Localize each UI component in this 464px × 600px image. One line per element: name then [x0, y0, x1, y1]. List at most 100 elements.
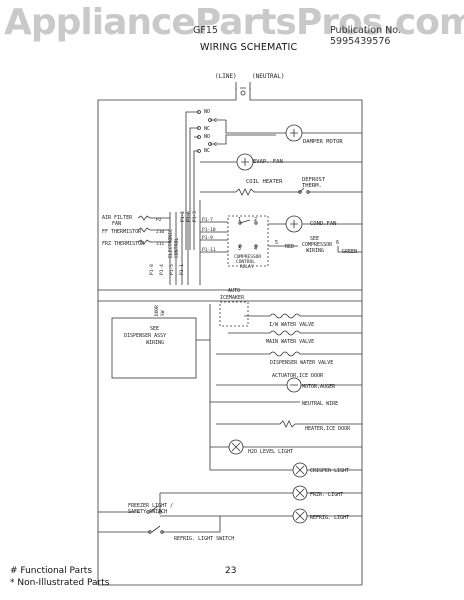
svg-text:NC: NC — [204, 148, 210, 154]
crisper-light-icon — [210, 462, 362, 478]
cond-fan-icon — [268, 215, 362, 233]
see-dispenser-1: SEE — [150, 326, 159, 332]
page-number: 23 — [225, 566, 237, 576]
relay-label-3: RELAY — [240, 264, 254, 270]
defrost-therm-label-1: DEFROST — [302, 177, 326, 183]
svg-text:NC: NC — [204, 126, 210, 132]
heater-ice-door-icon — [216, 420, 362, 428]
dispenser-feed — [196, 304, 211, 470]
svg-text:P1-7: P1-7 — [202, 217, 213, 223]
svg-text:5: 5 — [275, 240, 278, 246]
svg-text:P2: P2 — [156, 217, 162, 223]
refrig-light-switch-label: REFRIG. LIGHT SWITCH — [174, 536, 234, 542]
svg-text:6: 6 — [336, 240, 339, 246]
svg-text:J10: J10 — [156, 229, 164, 235]
footnote-functional: # Functional Parts — [10, 566, 93, 576]
air-filter-label-1: AIR FILTER — [102, 215, 133, 221]
electronic-control-label-2: CONTROL — [174, 238, 180, 258]
red-wire-label: RED — [285, 244, 294, 250]
frzr-light-label: FRZR. LIGHT — [310, 492, 343, 498]
line-bus — [97, 88, 237, 585]
refrig-light-label: REFRIG. LIGHT — [310, 515, 349, 521]
control-harness — [169, 200, 201, 285]
h2o-level-light-label: H2O LEVEL LIGHT — [248, 449, 293, 455]
see-compressor-1: SEE — [310, 236, 319, 242]
see-compressor-2: COMPRESSOR — [302, 242, 333, 248]
freezer-switch-label-2: SAFETY SWITCH — [128, 509, 167, 515]
mode-switch-contacts: NO C NC NO C NC — [185, 109, 276, 250]
coil-heater-icon — [200, 187, 362, 196]
svg-text:P1-10: P1-10 — [202, 227, 216, 233]
evap-fan-label: EVAP. FAN — [253, 159, 283, 165]
line-label: (LINE) — [215, 73, 237, 80]
publication-number: Publication No. 5995439576 — [330, 25, 401, 47]
svg-text:J11: J11 — [156, 241, 164, 247]
auger-motor-icon — [216, 377, 362, 393]
crisper-light-label: CRISPER LIGHT — [310, 468, 349, 474]
dispenser-assy-box — [111, 317, 197, 379]
defrost-therm-label-2: THERM. — [302, 183, 322, 189]
freezer-switch-label-1: FREEZER LIGHT / — [128, 503, 173, 509]
evap-fan-icon — [200, 153, 362, 171]
heater-ice-door-label: HEATER,ICE DOOR — [305, 426, 351, 432]
motor-auger-label: MOTOR,AUGER — [302, 384, 336, 390]
air-filter-label-2: FAN — [112, 221, 121, 227]
auto-icemaker-label-2: ICEMAKER — [220, 295, 245, 301]
actuator-ice-door-label: ACTUATOR,ICE DOOR — [272, 373, 324, 379]
svg-text:P1-6: P1-6 — [186, 211, 192, 222]
thermistor-symbols — [137, 215, 170, 245]
dispenser-water-valve-label: DISPENSER WATER VALVE — [270, 360, 333, 366]
footnote-non-illustrated: * Non-Illustrated Parts — [10, 578, 110, 588]
svg-text:P1-4: P1-4 — [159, 264, 165, 275]
svg-text:P1-3: P1-3 — [192, 211, 198, 222]
neutral-label: (NEUTRAL) — [252, 73, 285, 80]
page-title: WIRING SCHEMATIC — [200, 42, 298, 53]
svg-text:NO: NO — [204, 134, 210, 140]
water-valve-coils — [216, 313, 362, 357]
svg-text:C: C — [214, 118, 217, 124]
neutral-bus — [249, 88, 363, 585]
svg-text:2: 2 — [254, 217, 257, 223]
svg-text:4: 4 — [254, 246, 257, 252]
freezer-light-switch-icon — [98, 493, 162, 514]
door-switch-label-2: SW — [160, 310, 166, 316]
main-water-valve-label: MAIN WATER VALVE — [266, 339, 314, 345]
auto-icemaker-label-1: AUTO — [228, 288, 240, 294]
svg-text:P1-8: P1-8 — [149, 264, 155, 275]
see-compressor-3: WIRING — [306, 248, 324, 254]
frzr-light-icon — [160, 485, 362, 501]
power-plug — [235, 82, 251, 96]
damper-motor-label: DAMPER MOTOR — [303, 139, 343, 145]
svg-text:3: 3 — [238, 246, 241, 252]
damper-motor-icon — [225, 120, 362, 142]
relay-label-2: CONTROL — [236, 259, 255, 265]
neutral-wire-label: NEUTRAL WIRE — [302, 401, 338, 407]
refrig-light-switch-icon — [98, 516, 221, 534]
h2o-light-icon — [210, 439, 362, 455]
frz-thermistor-label: FRZ THERMISTOR — [102, 241, 145, 247]
electronic-control-label-1: ELECTRONIC — [168, 229, 174, 258]
door-switch-label-1: DOOR — [154, 305, 160, 316]
svg-text:P1-2: P1-2 — [180, 211, 186, 222]
coil-heater-label: COIL HEATER — [246, 179, 283, 185]
svg-text:1: 1 — [238, 217, 241, 223]
see-dispenser-2: DISPENSER ASSY — [124, 333, 166, 339]
icemaker-box — [219, 301, 249, 327]
ff-thermistor-label: FF THERMISTOR — [102, 229, 142, 235]
relay-label-1: COMPRESSOR — [234, 254, 261, 260]
svg-text:P1-1: P1-1 — [179, 264, 185, 275]
svg-text:C: C — [214, 142, 217, 148]
compressor-relay-box — [227, 215, 269, 267]
iw-water-valve-label: I/W WATER VALVE — [269, 322, 314, 328]
model-number: GF15 — [193, 25, 218, 36]
svg-text:P1-5: P1-5 — [169, 264, 175, 275]
harness-lines — [98, 289, 362, 302]
control-outputs — [200, 221, 228, 253]
svg-text:P1-9: P1-9 — [202, 235, 213, 241]
svg-text:NO: NO — [204, 109, 210, 115]
refrig-light-icon — [160, 508, 362, 524]
compressor-wires — [268, 245, 362, 253]
see-dispenser-3: WIRING — [146, 340, 164, 346]
